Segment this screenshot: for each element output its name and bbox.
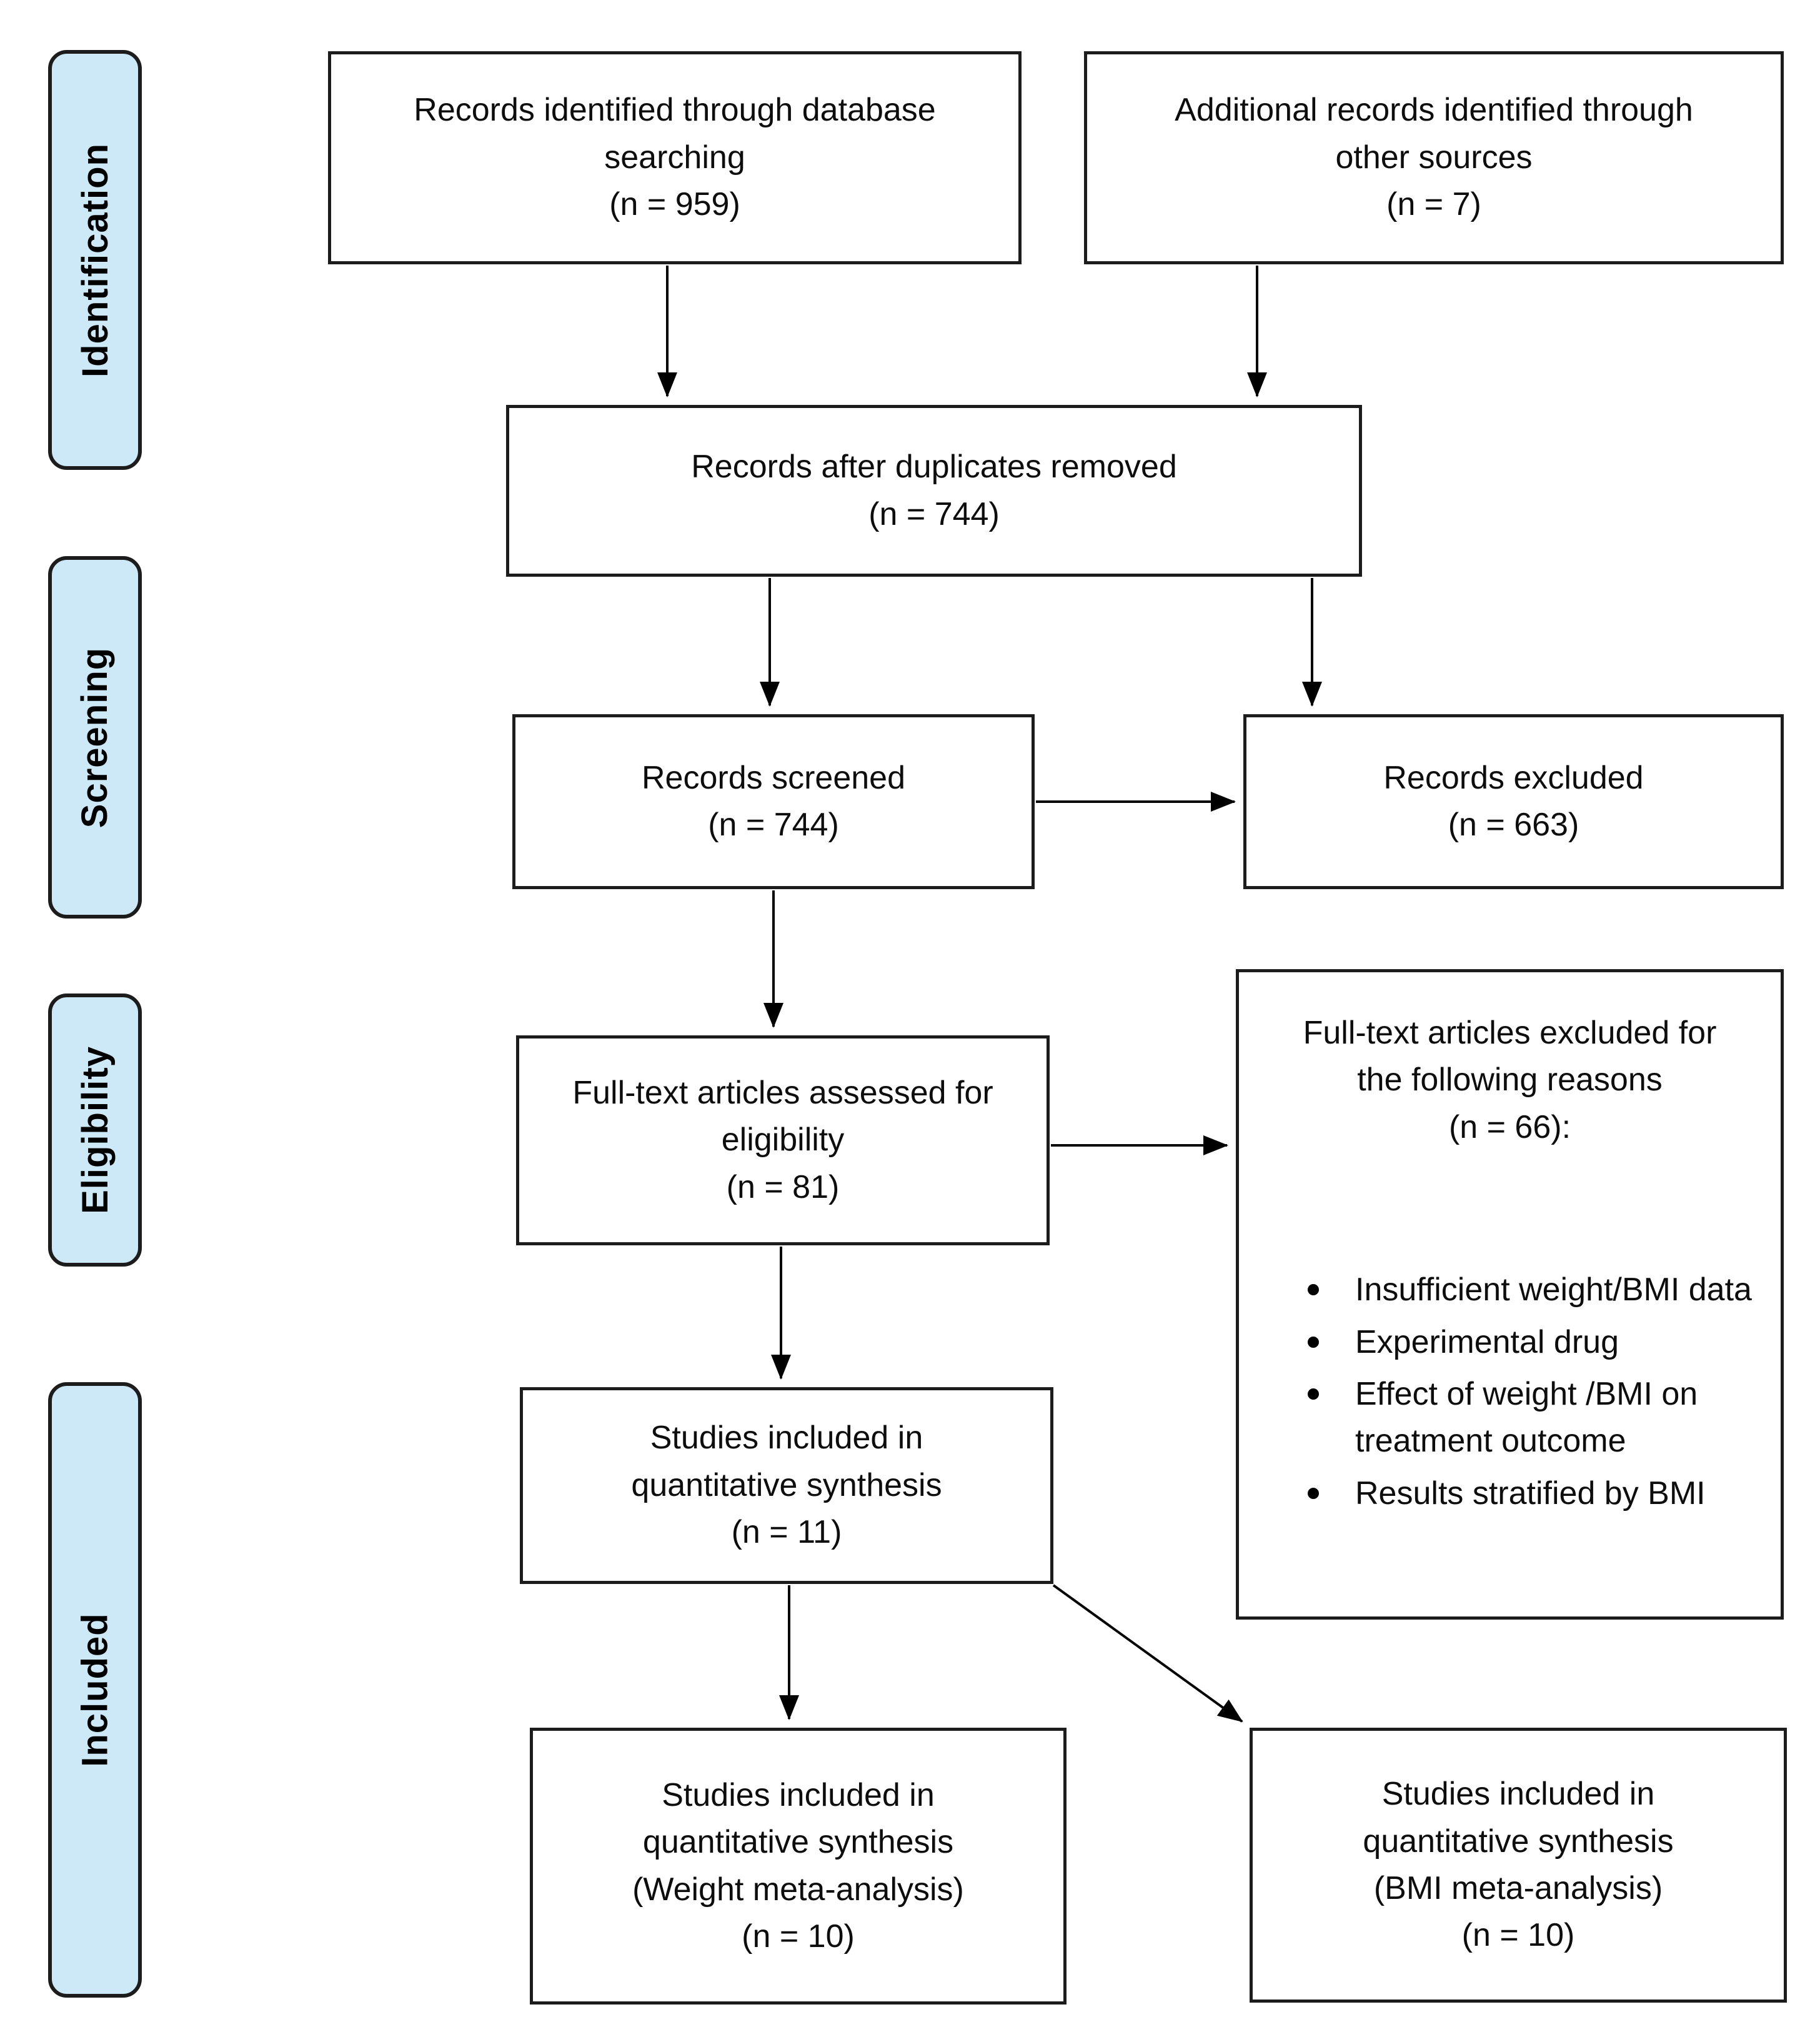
box-count: (n = 744): [708, 807, 839, 843]
box-records-screened: Records screened (n = 744): [512, 714, 1035, 889]
box-text-line: Studies included in: [662, 1776, 935, 1813]
box-text-line: (BMI meta-analysis): [1373, 1870, 1663, 1906]
stage-label-text: Identification: [74, 142, 116, 377]
box-text-line: Records identified through database: [414, 92, 936, 129]
stage-label-text: Included: [74, 1613, 116, 1767]
box-text-line: Full-text articles excluded for: [1303, 1015, 1717, 1051]
exclusion-reason: Experimental drug: [1294, 1319, 1755, 1366]
box-text-line: Full-text articles assessed for: [572, 1074, 993, 1111]
box-count: (n = 663): [1448, 807, 1579, 843]
box-text-line: eligibility: [721, 1122, 845, 1158]
box-weight-meta-analysis: Studies included in quantitative synthes…: [530, 1728, 1067, 2005]
exclusion-reason: Insufficient weight/BMI data: [1294, 1267, 1755, 1313]
exclusion-reason: Effect of weight /BMI on treatment outco…: [1294, 1371, 1755, 1465]
stage-label-screening: Screening: [48, 556, 142, 919]
box-text-line: Records after duplicates removed: [691, 449, 1177, 486]
stage-label-eligibility: Eligibility: [48, 994, 142, 1267]
box-count: (n = 81): [726, 1168, 840, 1205]
box-count: (n = 11): [731, 1514, 842, 1551]
box-text-line: the following reasons: [1357, 1062, 1663, 1098]
box-records-excluded: Records excluded (n = 663): [1243, 714, 1784, 889]
box-text-line: other sources: [1335, 139, 1533, 176]
box-text-line: quantitative synthesis: [642, 1824, 954, 1861]
box-text-line: quantitative synthesis: [631, 1467, 942, 1503]
box-count: (n = 744): [868, 496, 1000, 532]
box-text-line: quantitative synthesis: [1363, 1823, 1674, 1860]
stage-label-text: Screening: [74, 647, 116, 828]
stage-label-identification: Identification: [48, 50, 142, 470]
box-text-line: searching: [604, 139, 745, 176]
box-additional-records: Additional records identified through ot…: [1084, 51, 1784, 264]
box-count: (n = 10): [742, 1918, 855, 1955]
box-text-line: Records screened: [642, 759, 905, 796]
stage-label-text: Eligibility: [74, 1046, 116, 1214]
box-fulltext-assessed: Full-text articles assessed for eligibil…: [516, 1035, 1050, 1245]
box-bmi-meta-analysis: Studies included in quantitative synthes…: [1250, 1728, 1787, 2003]
box-duplicates-removed: Records after duplicates removed (n = 74…: [506, 405, 1362, 577]
box-quantitative-synthesis: Studies included in quantitative synthes…: [520, 1387, 1053, 1584]
box-count: (n = 959): [609, 186, 740, 223]
box-count: (n = 66):: [1448, 1108, 1571, 1145]
box-fulltext-excluded: Full-text articles excluded for the foll…: [1236, 969, 1784, 1620]
exclusion-reason: Results stratified by BMI: [1294, 1470, 1755, 1517]
box-text-line: Records excluded: [1383, 759, 1644, 796]
exclusion-reasons-list: Insufficient weight/BMI data Experimenta…: [1294, 1267, 1755, 1522]
box-count: (n = 10): [1461, 1917, 1575, 1954]
box-records-identified: Records identified through database sear…: [328, 51, 1022, 264]
stage-label-included: Included: [48, 1382, 142, 1998]
box-count: (n = 7): [1386, 186, 1481, 223]
box-text-line: Additional records identified through: [1175, 92, 1693, 129]
box-text-line: (Weight meta-analysis): [632, 1871, 964, 1908]
box-text-line: Studies included in: [650, 1420, 923, 1457]
arrow-quantitative-to-bmi: [1052, 1584, 1243, 1723]
box-text-line: Studies included in: [1381, 1776, 1655, 1813]
